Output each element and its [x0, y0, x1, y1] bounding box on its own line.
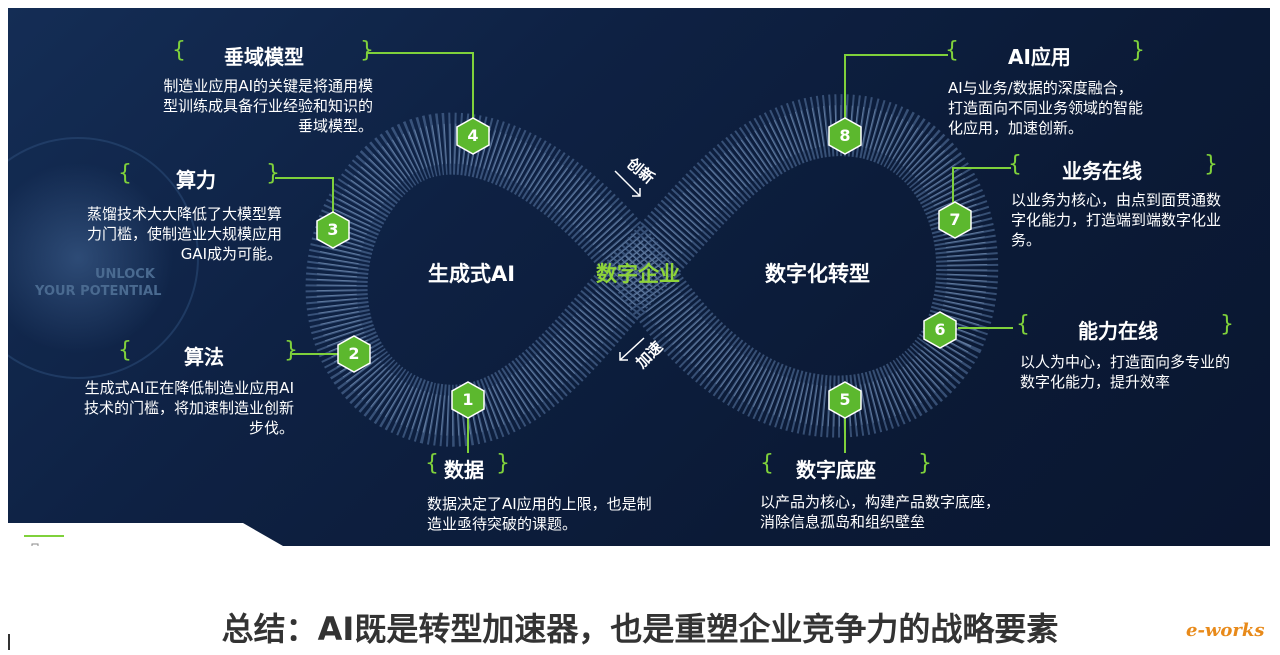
node-1: 1 [451, 381, 485, 419]
node-6-number: 6 [934, 320, 946, 339]
label-generative-ai: 生成式AI [428, 262, 516, 286]
bracket-left: { [1008, 152, 1022, 177]
title-capability-online: 能力在线 [1078, 319, 1158, 343]
node-5-number: 5 [839, 390, 851, 409]
bracket-right: } [1220, 312, 1234, 337]
node-3-number: 3 [327, 220, 339, 239]
arrow-innovation [614, 170, 641, 197]
bracket-left: { [1016, 312, 1030, 337]
eworks-logo: e-works [1186, 620, 1265, 641]
title-algorithm: 算法 [184, 345, 224, 369]
title-digital-foundation: 数字底座 [796, 458, 876, 482]
corner-box [31, 543, 39, 546]
direction-arrows [614, 170, 645, 361]
node-8: 8 [828, 117, 862, 155]
bracket-right: } [1131, 38, 1145, 63]
diagram-panel: UNLOCK YOUR POTENTIAL 生成式AI 数字企业 数字化转型 创… [8, 8, 1270, 546]
desc-digital-foundation: 以产品为核心，构建产品数字底座，消除信息孤岛和组织壁垒 [760, 493, 1001, 531]
watermark-line2: YOUR POTENTIAL [35, 284, 162, 299]
title-vertical-model: 垂域模型 [224, 45, 304, 69]
label-digital-enterprise: 数字企业 [596, 262, 680, 286]
bracket-right: } [284, 338, 298, 363]
text-cursor [8, 634, 10, 650]
bracket-left: { [172, 38, 186, 63]
node-3: 3 [316, 211, 350, 249]
title-data: 数据 [444, 458, 484, 482]
desc-data: 数据决定了AI应用的上限，也是制造业亟待突破的课题。 [427, 495, 652, 533]
connector-4 [367, 52, 474, 136]
corner-slant [8, 523, 283, 546]
node-7: 7 [938, 201, 972, 239]
desc-algorithm: 生成式AI正在降低制造业应用AI技术的门槛，将加速制造业创新步伐。 [83, 379, 294, 437]
watermark-text: UNLOCK YOUR POTENTIAL [35, 266, 161, 300]
title-computing-power: 算力 [176, 168, 216, 192]
bracket-right: } [496, 451, 510, 476]
desc-computing-power: 蒸馏技术大大降低了大模型算力门槛，使制造业大规模应用GAI成为可能。 [86, 205, 282, 263]
node-1-number: 1 [462, 390, 474, 409]
desc-vertical-model: 制造业应用AI的关键是将通用模型训练成具备行业经验和知识的垂域模型。 [163, 77, 374, 135]
decor-circle [8, 137, 199, 379]
bracket-left: { [945, 38, 959, 63]
bracket-right: } [360, 38, 374, 63]
node-6: 6 [923, 311, 957, 349]
desc-business-online: 以业务为核心，由点到面贯通数字化能力，打造端到端数字化业务。 [1011, 191, 1222, 249]
bracket-left: { [425, 451, 439, 476]
node-5: 5 [828, 381, 862, 419]
desc-capability-online: 以人为中心，打造面向多专业的数字化能力，提升效率 [1020, 353, 1231, 391]
arrow-accelerate [619, 337, 645, 361]
arrow-accelerate-head [619, 352, 628, 361]
node-2: 2 [337, 335, 371, 373]
title-ai-application: AI应用 [1008, 45, 1071, 69]
bracket-left: { [760, 451, 774, 476]
arrow-innovation-head [632, 188, 641, 197]
summary-title: 总结：AI既是转型加速器，也是重塑企业竞争力的战略要素 [221, 610, 1059, 648]
connector-8 [844, 54, 948, 136]
node-7-number: 7 [949, 210, 961, 229]
node-8-number: 8 [839, 126, 851, 145]
watermark-line1: UNLOCK [95, 267, 155, 282]
title-business-online: 业务在线 [1062, 159, 1142, 183]
label-digital-transformation: 数字化转型 [765, 262, 870, 286]
node-4-number: 4 [467, 126, 479, 145]
decor-glow [8, 163, 173, 353]
bracket-right: } [918, 451, 932, 476]
node-4: 4 [456, 117, 490, 155]
bracket-left: { [118, 161, 132, 186]
bracket-left: { [118, 338, 132, 363]
desc-ai-application: AI与业务/数据的深度融合，打造面向不同业务领域的智能化应用，加速创新。 [948, 79, 1144, 137]
bracket-right: } [266, 161, 280, 186]
bracket-right: } [1204, 152, 1218, 177]
node-2-number: 2 [348, 344, 360, 363]
